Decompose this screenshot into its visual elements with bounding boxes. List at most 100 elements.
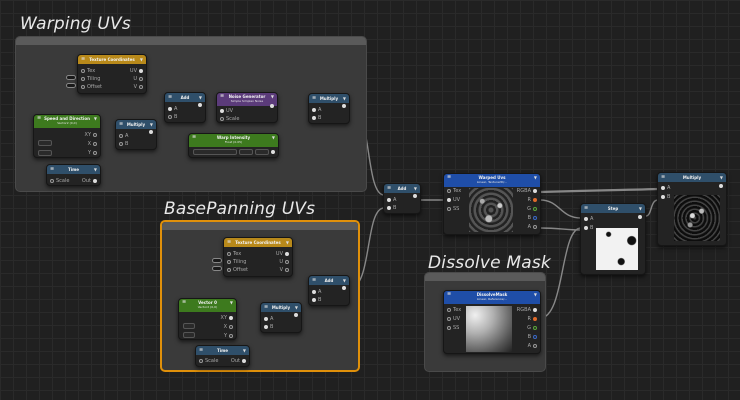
triangle-down-icon[interactable]: ▼ [533, 175, 537, 180]
input-b[interactable]: B [387, 205, 396, 212]
max-field[interactable] [255, 149, 269, 155]
input-a[interactable]: A [387, 197, 396, 204]
input-tex[interactable]: Tex [447, 188, 461, 195]
input-a[interactable]: A [584, 216, 593, 223]
y-value-field[interactable] [183, 332, 195, 338]
triangle-down-icon[interactable]: ▼ [719, 175, 723, 180]
output-x[interactable]: X [88, 141, 97, 148]
output-out[interactable]: Out [82, 178, 97, 185]
input-tex[interactable]: Tex [447, 307, 461, 314]
input-tiling[interactable]: Tiling [227, 259, 246, 266]
input-offset[interactable]: Offset [81, 84, 102, 91]
input-uv[interactable]: UV [447, 316, 460, 323]
triangle-down-icon[interactable]: ▼ [93, 167, 97, 172]
triangle-down-icon[interactable]: ▼ [342, 96, 346, 101]
triangle-down-icon[interactable]: ▼ [270, 94, 274, 99]
output-u[interactable]: U [133, 76, 143, 83]
node-texture-coordinates-1[interactable]: ≡Texture Coordinates▼ Tex Tiling Offset … [77, 54, 147, 94]
triangle-down-icon[interactable]: ▼ [638, 206, 642, 211]
output-rgba[interactable]: RGBA [517, 307, 537, 314]
node-noise-generator[interactable]: ≡Noise Generator▼Simple Simplex Noise UV… [216, 92, 278, 123]
input-ss[interactable]: SS [447, 325, 459, 332]
input-b[interactable]: B [312, 115, 321, 122]
triangle-down-icon[interactable]: ▼ [93, 116, 97, 121]
output-rgba[interactable]: RGBA [517, 188, 537, 195]
offset-field-2[interactable] [212, 266, 222, 271]
output-b[interactable]: B [528, 334, 537, 341]
node-dissolve-mask[interactable]: ≡DissolveMask▼Linear, Reference/... Tex … [443, 290, 541, 354]
offset-field[interactable] [66, 83, 76, 88]
x-value-field[interactable] [183, 323, 195, 329]
node-step[interactable]: ≡Step▼ A B [580, 203, 646, 275]
triangle-down-icon[interactable]: ▼ [198, 95, 202, 100]
input-b[interactable]: B [312, 297, 321, 304]
min-field[interactable] [239, 149, 253, 155]
node-warp-intensity[interactable]: ≡Warp Intensity▼Float (0.05) [188, 133, 279, 158]
input-a[interactable]: A [661, 185, 670, 192]
output-y[interactable]: Y [224, 333, 233, 340]
triangle-down-icon[interactable]: ▼ [229, 300, 233, 305]
triangle-down-icon[interactable]: ▼ [149, 122, 153, 127]
output-b[interactable]: B [528, 215, 537, 222]
input-a[interactable]: A [119, 133, 128, 140]
output-out[interactable]: Out [231, 358, 246, 365]
tiling-field[interactable] [66, 75, 76, 80]
input-uv[interactable]: UV [447, 197, 460, 204]
node-vector-0[interactable]: ≡Vector 0▼Vector2 (0,0) XY X Y [178, 298, 237, 340]
input-scale[interactable]: Scale [199, 358, 218, 365]
node-add-1[interactable]: ≡Add▼ A B [164, 92, 206, 123]
output[interactable] [636, 214, 642, 220]
triangle-down-icon[interactable]: ▼ [342, 278, 346, 283]
tiling-field-2[interactable] [212, 258, 222, 263]
input-scale[interactable]: Scale [50, 178, 69, 185]
triangle-down-icon[interactable]: ▼ [413, 186, 417, 191]
triangle-down-icon[interactable]: ▼ [285, 240, 289, 245]
node-texture-coordinates-2[interactable]: ≡Texture Coordinates▼ Tex Tiling Offset … [223, 237, 293, 277]
node-speed-and-direction[interactable]: ≡Speed and Direction▼Vector2 (0,0) XY X … [33, 114, 101, 158]
input-scale[interactable]: Scale [220, 116, 239, 123]
output[interactable] [196, 102, 202, 108]
node-multiply-2[interactable]: ≡Multiply▼ A B [308, 93, 350, 124]
x-value-field[interactable] [38, 140, 52, 146]
input-b[interactable]: B [264, 324, 273, 331]
input-tiling[interactable]: Tiling [81, 76, 100, 83]
node-add-main[interactable]: ≡Add▼ A B [383, 183, 421, 214]
output[interactable] [268, 103, 274, 109]
triangle-down-icon[interactable]: ▼ [139, 57, 143, 62]
triangle-down-icon[interactable]: ▼ [271, 135, 275, 140]
output-u[interactable]: U [279, 259, 289, 266]
output-xy[interactable]: XY [85, 132, 97, 139]
node-warped-uvs[interactable]: ≡Warped Uvs▼Linear, Texture2D/... Tex UV… [443, 173, 541, 235]
output-g[interactable]: G [527, 325, 537, 332]
node-add-2[interactable]: ≡Add▼ A B [308, 275, 350, 306]
triangle-down-icon[interactable]: ▼ [242, 348, 246, 353]
node-multiply-final[interactable]: ≡Multiply▼ A B [657, 172, 727, 246]
output-r[interactable]: R [528, 316, 537, 323]
input-b[interactable]: B [168, 114, 177, 121]
node-time-2[interactable]: ≡Time▼ Scale Out [195, 345, 250, 367]
node-multiply-3[interactable]: ≡Multiply▼ A B [260, 302, 302, 333]
output-v[interactable]: V [134, 84, 143, 91]
output[interactable] [717, 183, 723, 189]
input-uv[interactable]: UV [220, 108, 233, 115]
output[interactable] [269, 149, 275, 155]
input-tex[interactable]: Tex [81, 68, 95, 75]
output[interactable] [292, 312, 298, 318]
output-xy[interactable]: XY [221, 315, 233, 322]
input-ss[interactable]: SS [447, 206, 459, 213]
output[interactable] [340, 285, 346, 291]
node-multiply-1[interactable]: ≡Multiply▼ A B [115, 119, 157, 150]
output-y[interactable]: Y [88, 150, 97, 157]
slider-field[interactable] [193, 149, 237, 155]
input-a[interactable]: A [312, 107, 321, 114]
node-time-1[interactable]: ≡Time▼ Scale Out [46, 164, 101, 186]
output-v[interactable]: V [280, 267, 289, 274]
input-b[interactable]: B [584, 225, 593, 232]
output[interactable] [411, 193, 417, 199]
output-uv[interactable]: UV [130, 68, 143, 75]
input-b[interactable]: B [119, 141, 128, 148]
output-a[interactable]: A [528, 224, 537, 231]
output-uv[interactable]: UV [276, 251, 289, 258]
input-b[interactable]: B [661, 194, 670, 201]
input-a[interactable]: A [312, 289, 321, 296]
